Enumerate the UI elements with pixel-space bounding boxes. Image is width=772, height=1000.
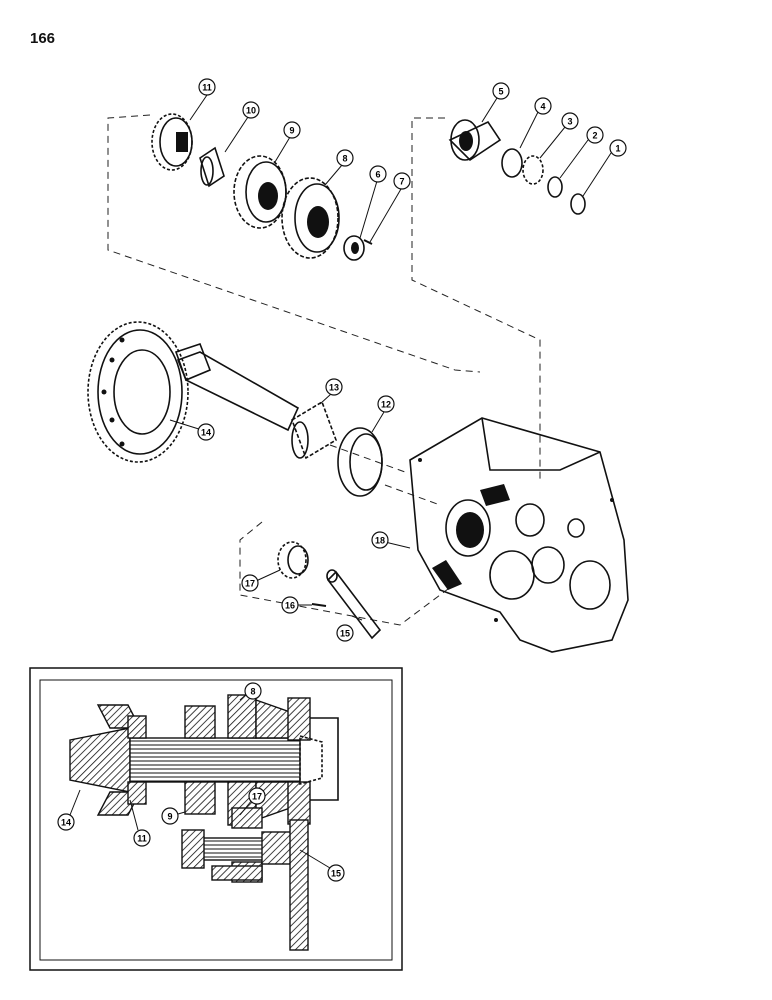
callout-9: 9 — [283, 121, 301, 139]
inset-callout-14: 14 — [57, 813, 75, 831]
callout-15: 15 — [336, 624, 354, 642]
svg-text:12: 12 — [381, 400, 391, 410]
washer-part-2 — [547, 176, 563, 198]
bearing-part-3 — [522, 155, 544, 185]
inset-cross-section — [29, 667, 403, 971]
callout-7: 7 — [393, 172, 411, 190]
svg-text:10: 10 — [246, 106, 256, 116]
assembly-guide-lines — [107, 114, 541, 626]
svg-text:13: 13 — [329, 383, 339, 393]
callout-14: 14 — [197, 423, 215, 441]
svg-text:11: 11 — [202, 83, 212, 93]
callout-5: 5 — [492, 82, 510, 100]
pin-part-7 — [363, 239, 373, 245]
svg-text:14: 14 — [201, 428, 211, 438]
pinion-shaft — [174, 342, 300, 432]
svg-text:4: 4 — [540, 102, 545, 112]
svg-text:14: 14 — [61, 818, 71, 828]
gear-part-9 — [233, 155, 287, 229]
bearing-cup-part-12 — [337, 427, 383, 497]
ring-gear-part-14 — [87, 321, 189, 463]
callout-4: 4 — [534, 97, 552, 115]
inset-callout-17: 17 — [248, 787, 266, 805]
bearing-cone-part-13 — [291, 400, 337, 460]
callout-11: 11 — [198, 78, 216, 96]
callout-leaders — [169, 94, 612, 621]
callout-8: 8 — [336, 149, 354, 167]
svg-text:8: 8 — [342, 154, 347, 164]
gear-part-8 — [281, 177, 340, 259]
svg-text:17: 17 — [252, 792, 262, 802]
pin-part-16 — [311, 603, 327, 607]
inset-callout-9: 9 — [161, 807, 179, 825]
callout-1: 1 — [609, 139, 627, 157]
callout-10: 10 — [242, 101, 260, 119]
svg-text:9: 9 — [289, 126, 294, 136]
race-part-4 — [501, 148, 523, 178]
svg-text:1: 1 — [615, 144, 620, 154]
nut-part-6 — [343, 235, 365, 261]
svg-text:3: 3 — [567, 117, 572, 127]
svg-text:5: 5 — [498, 87, 503, 97]
svg-text:7: 7 — [399, 177, 404, 187]
callout-16: 16 — [281, 596, 299, 614]
transmission-housing-part-18 — [409, 417, 629, 653]
page-number: 166 — [30, 30, 56, 47]
svg-text:17: 17 — [245, 579, 255, 589]
inset-callout-11: 11 — [133, 829, 151, 847]
svg-text:8: 8 — [250, 687, 255, 697]
svg-text:15: 15 — [331, 869, 341, 879]
callout-13: 13 — [325, 378, 343, 396]
svg-text:6: 6 — [375, 170, 380, 180]
inset-callout-15: 15 — [327, 864, 345, 882]
callout-17: 17 — [241, 574, 259, 592]
callout-18: 18 — [371, 531, 389, 549]
coupling-part-5 — [448, 119, 502, 162]
svg-text:2: 2 — [592, 131, 597, 141]
nut-part-1 — [570, 193, 586, 215]
callout-2: 2 — [586, 126, 604, 144]
callout-12: 12 — [377, 395, 395, 413]
svg-text:15: 15 — [340, 629, 350, 639]
gear-part-11 — [151, 113, 193, 171]
svg-text:11: 11 — [137, 834, 147, 844]
inset-callout-8: 8 — [244, 682, 262, 700]
idler-shaft-part-15 — [326, 569, 382, 640]
callout-3: 3 — [561, 112, 579, 130]
callout-6: 6 — [369, 165, 387, 183]
svg-text:9: 9 — [167, 812, 172, 822]
idler-gear-part-17 — [277, 541, 309, 579]
svg-text:16: 16 — [285, 601, 295, 611]
svg-text:18: 18 — [375, 536, 385, 546]
bushing-part-10 — [199, 146, 225, 188]
